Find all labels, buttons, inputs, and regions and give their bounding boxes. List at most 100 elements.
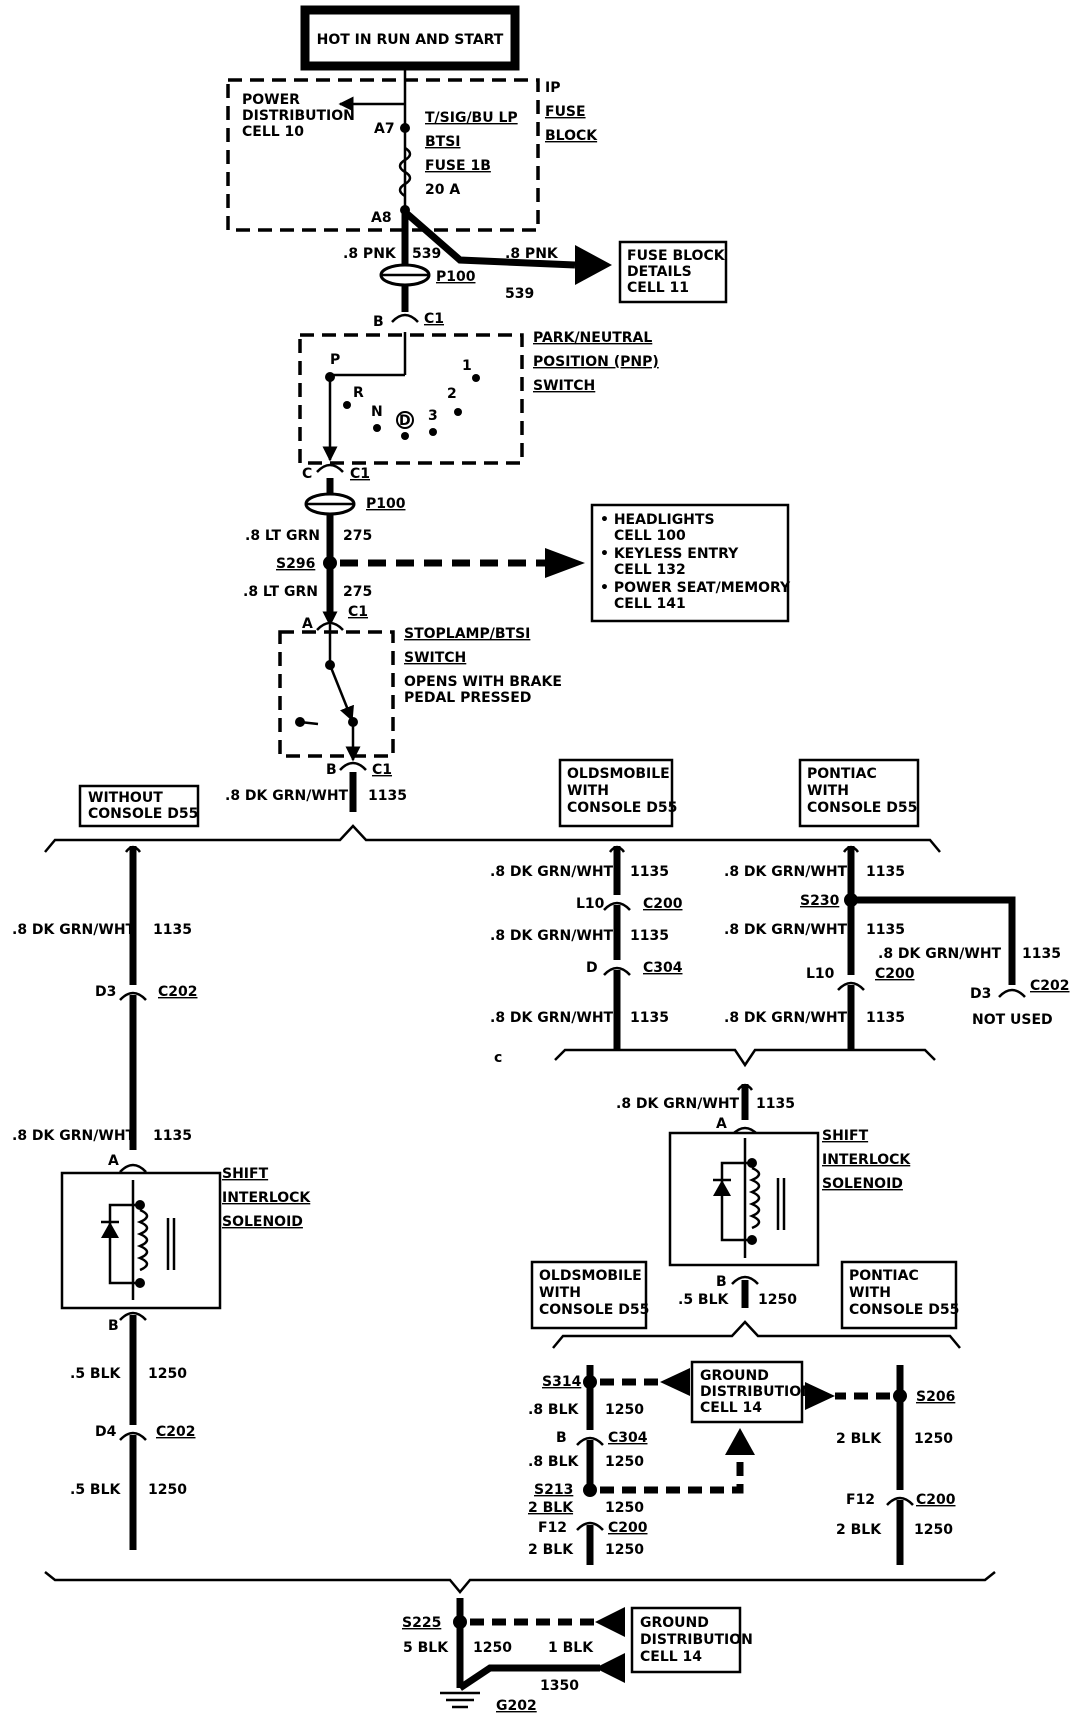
right-sol-label-2: INTERLOCK	[822, 1152, 911, 1168]
bottom-circuit-b: 1350	[540, 1678, 579, 1694]
lt-grn-circuit-upper: 275	[343, 528, 372, 544]
olds-ground-2: WITH	[539, 1285, 581, 1301]
stoplamp-label-4: PEDAL PRESSED	[404, 690, 531, 706]
p100-top-connector: P100 B C1	[373, 263, 476, 330]
bottom-circuit: 1250	[473, 1640, 512, 1656]
left-solenoid-2: INTERLOCK	[222, 1190, 311, 1206]
olds-ground-box: OLDSMOBILE WITH CONSOLE D55	[530, 1260, 649, 1330]
fuse-details-3: CELL 11	[627, 280, 689, 296]
left-pin-d3: D3	[95, 984, 116, 1000]
p100-bottom-label: P100	[366, 496, 406, 512]
left-pin-b: B	[108, 1318, 119, 1334]
olds-c304: C304	[643, 960, 683, 976]
olds-gnd-pin-f12: F12	[538, 1520, 567, 1536]
power-dist-1: POWER	[242, 92, 300, 108]
pnp-pos-d: D	[399, 413, 411, 429]
left-gauge-1: .8 DK GRN/WHT	[12, 922, 136, 938]
fuse-symbol	[398, 146, 412, 198]
left-gnd-circuit-2: 1250	[148, 1482, 187, 1498]
left-solenoid-3: SOLENOID	[222, 1214, 303, 1230]
power-dist-2: DISTRIBUTION	[242, 108, 355, 124]
bottom-gauge: 5 BLK	[403, 1640, 449, 1656]
main-wire-gauge: .8 DK GRN/WHT	[225, 788, 349, 804]
pontiac-c1: 1135	[866, 864, 905, 880]
s296-arrow	[545, 548, 585, 578]
pontiac-branch: .8 DK GRN/WHT 1135 S230 .8 DK GRN/WHT 11…	[724, 845, 1070, 1050]
merge-bracket	[554, 1048, 936, 1068]
fuse-details-box: FUSE BLOCK DETAILS CELL 11	[618, 240, 728, 304]
gnd-dist-mid-1: GROUND	[700, 1368, 769, 1384]
pnp-label-3: SWITCH	[533, 378, 595, 394]
fuse-details-1: FUSE BLOCK	[627, 248, 726, 264]
left-gnd-gauge-2: .5 BLK	[70, 1482, 122, 1498]
right-sol-label-3: SOLENOID	[822, 1176, 903, 1192]
pin-a7-dot	[400, 123, 410, 133]
olds-gnd-g4: 2 BLK	[528, 1542, 574, 1558]
ground-dist-mid-box: GROUND DISTRIBUTION CELL 14	[690, 1360, 813, 1424]
stoplamp-pin-a: A	[302, 616, 313, 632]
p100-bottom-connector: C C1 P100	[302, 463, 406, 516]
olds-ground-1: OLDSMOBILE	[539, 1268, 642, 1284]
stoplamp-c1-top: C1	[348, 604, 368, 620]
pontiac-console-box: PONTIAC WITH CONSOLE D55	[798, 758, 920, 828]
left-gauge-2: .8 DK GRN/WHT	[12, 1128, 136, 1144]
left-gnd-gauge-1: .5 BLK	[70, 1366, 122, 1382]
olds-console-1: OLDSMOBILE	[567, 766, 670, 782]
gnd-dist-mid-3: CELL 14	[700, 1400, 762, 1416]
related-cells-box: • HEADLIGHTS CELL 100 • KEYLESS ENTRY CE…	[590, 503, 791, 623]
main-wire-circuit: 1135	[368, 788, 407, 804]
bottom-dist-3: CELL 14	[640, 1649, 702, 1665]
right-sol-circuit: 1135	[756, 1096, 795, 1112]
pnp-pos-p: P	[330, 352, 340, 368]
olds-c200: C200	[643, 896, 683, 912]
olds-ground-3: CONSOLE D55	[539, 1302, 649, 1318]
left-circuit-2: 1135	[153, 1128, 192, 1144]
p100-bottom-pin-c: C	[302, 466, 312, 482]
cells-4: CELL 132	[614, 562, 686, 578]
pnk-branch-circuit: 539	[505, 286, 534, 302]
pnp-label-1: PARK/NEUTRAL	[533, 330, 652, 346]
pontiac-c200: C200	[875, 966, 915, 982]
hot-in-run-box: HOT IN RUN AND START	[300, 5, 520, 71]
pontiac-pin-l10: L10	[806, 966, 835, 982]
pnk-circuit: 539	[412, 246, 441, 262]
pontiac-gnd-g2: 2 BLK	[836, 1522, 882, 1538]
pontiac-g3: .8 DK GRN/WHT	[724, 1010, 848, 1026]
gnd-dist-mid-2: DISTRIBUTION	[700, 1384, 813, 1400]
bottom-ground: S225 5 BLK 1250 1 BLK 1350 G202 GROUND D…	[402, 1598, 753, 1714]
stoplamp-pin-b: B	[326, 762, 337, 778]
olds-gnd-g2: .8 BLK	[528, 1454, 580, 1470]
ip-fuse-block: IP FUSE BLOCK POWER DISTRIBUTION CELL 10…	[226, 66, 598, 232]
pnk-gauge: .8 PNK	[343, 246, 397, 262]
p100-bottom-c1: C1	[350, 466, 370, 482]
lt-grn-gauge-upper: .8 LT GRN	[245, 528, 320, 544]
bottom-dist-2: DISTRIBUTION	[640, 1632, 753, 1648]
olds-gnd-c304: C304	[608, 1430, 648, 1446]
pnp-label-2: POSITION (PNP)	[533, 354, 659, 370]
pontiac-ground-box: PONTIAC WITH CONSOLE D55	[840, 1260, 959, 1330]
pnp-switch: PARK/NEUTRAL POSITION (PNP) SWITCH P R N…	[298, 330, 659, 465]
fuse-line-4: 20 A	[425, 182, 460, 198]
pontiac-c3: 1135	[866, 1010, 905, 1026]
right-sol-label-1: SHIFT	[822, 1128, 869, 1144]
right-sol-gnd-circuit: 1250	[758, 1292, 797, 1308]
right-sol-pin-b: B	[716, 1274, 727, 1290]
cells-6: CELL 141	[614, 596, 686, 612]
left-branch: .8 DK GRN/WHT 1135 D3 C202 .8 DK GRN/WHT…	[12, 845, 311, 1550]
pontiac-gnd-c200: C200	[916, 1492, 956, 1508]
olds-gnd-c1: 1250	[605, 1402, 644, 1418]
hot-label: HOT IN RUN AND START	[317, 32, 504, 48]
cells-1: • HEADLIGHTS	[600, 512, 715, 528]
p100-top-pin-b: B	[373, 314, 384, 330]
pnk-branch-gauge: .8 PNK	[505, 246, 559, 262]
pontiac-gnd-s206: S206	[916, 1389, 955, 1405]
pontiac-console-2: WITH	[807, 783, 849, 799]
pnk-branch-wire	[402, 209, 576, 269]
pnp-pos-3: 3	[428, 408, 438, 424]
s296-label: S296	[276, 556, 315, 572]
bottom-s225: S225	[402, 1615, 441, 1631]
ground-options-bracket	[552, 1320, 961, 1349]
stoplamp-label-1: STOPLAMP/BTSI	[404, 626, 530, 642]
fuse-block-label-2: FUSE	[545, 104, 586, 120]
pontiac-not-used: NOT USED	[972, 1012, 1053, 1028]
